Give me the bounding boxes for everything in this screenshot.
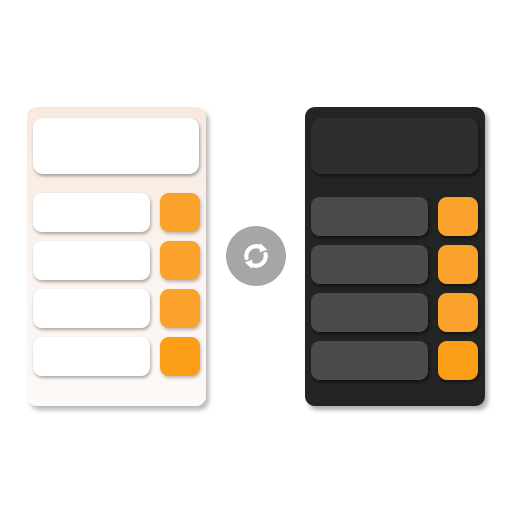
dark-row-field — [311, 245, 428, 284]
light-row-field — [33, 289, 150, 328]
dark-row-key[interactable] — [438, 245, 478, 284]
light-row-field — [33, 241, 150, 280]
dark-row-field — [311, 341, 428, 380]
refresh-icon — [244, 243, 268, 269]
light-row-field — [33, 337, 150, 376]
dark-row-field — [311, 293, 428, 332]
light-row-key[interactable] — [160, 241, 200, 280]
dark-row-field — [311, 197, 428, 236]
dark-display — [311, 118, 478, 174]
light-row-key[interactable] — [160, 193, 200, 232]
theme-swap-button[interactable] — [226, 226, 286, 286]
dark-row-key[interactable] — [438, 197, 478, 236]
light-row-key[interactable] — [160, 337, 200, 376]
dark-row-key[interactable] — [438, 341, 478, 380]
light-row-key[interactable] — [160, 289, 200, 328]
dark-row-key[interactable] — [438, 293, 478, 332]
light-row-field — [33, 193, 150, 232]
light-theme-panel — [27, 107, 206, 406]
dark-theme-panel — [305, 107, 485, 406]
light-display — [33, 118, 199, 174]
